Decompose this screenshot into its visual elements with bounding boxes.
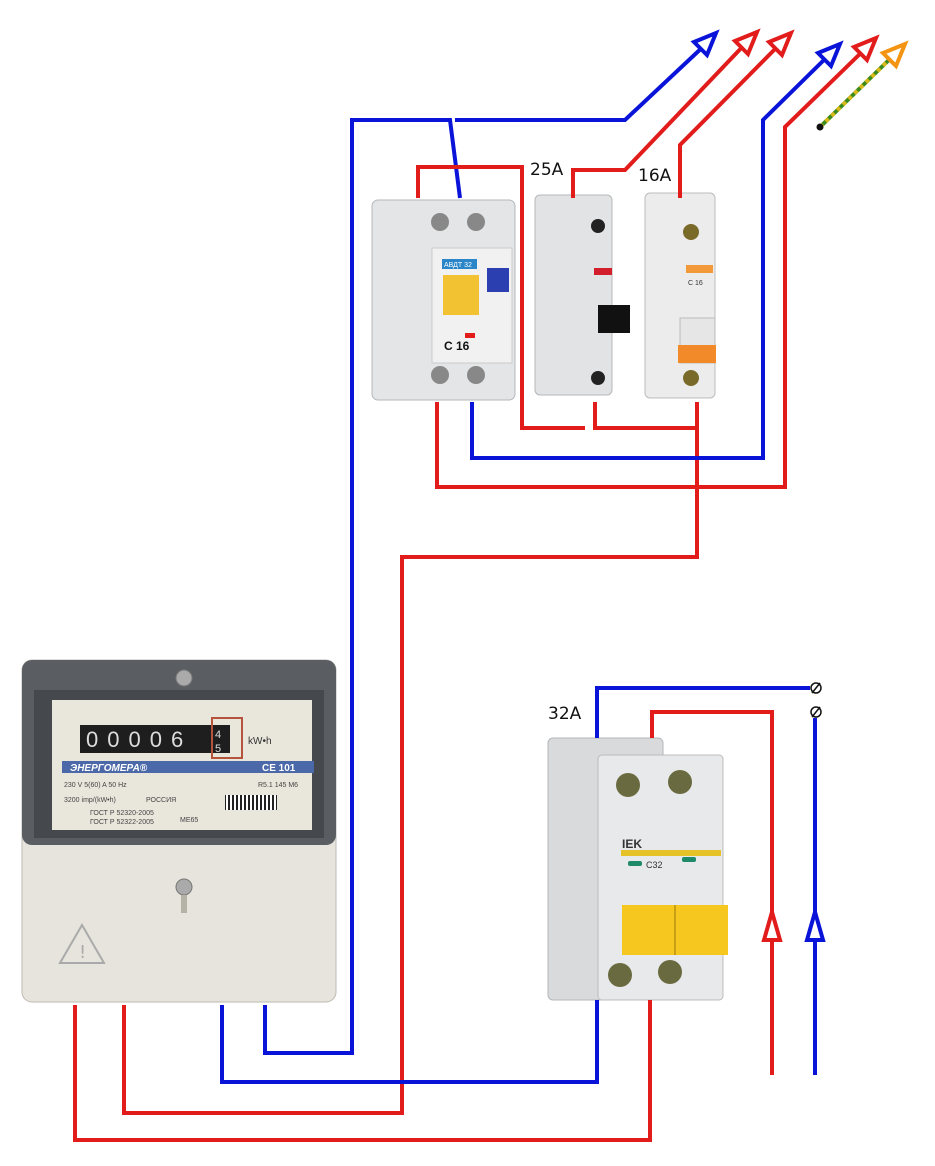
neutral-wire-out-1 (455, 42, 708, 122)
rcbo-16a: АВДТ 32 C 16 (371, 199, 516, 401)
meter-standard-1: ГОСТ Р 52320-2005 (90, 810, 154, 817)
breaker-16a-rating: C 16 (688, 280, 703, 287)
meter-reading-fraction: 4 (215, 729, 221, 741)
meter-reading: 00006 (86, 727, 192, 752)
neutral-wire-32a-meter (220, 1000, 599, 1084)
meter-reading-fraction-next: 5 (215, 743, 221, 755)
rcbo-rating: C 16 (444, 339, 470, 353)
meter-counter (80, 725, 230, 753)
meter-unit: kW•h (248, 736, 272, 747)
breaker-32a-rating: C32 (646, 860, 663, 870)
arrow-up-right-icon (814, 40, 844, 70)
breaker-16a: C 16 (644, 192, 716, 399)
rcbo-toggle[interactable] (443, 275, 479, 315)
arrow-up-right-icon (765, 29, 795, 59)
neutral-wire-out-rcbo (470, 52, 832, 460)
breaker-25a (534, 194, 630, 396)
arrow-up-icon (761, 904, 783, 942)
phase-wire-out-rcbo (435, 46, 868, 489)
arrow-up-right-icon (731, 28, 761, 58)
rcbo-brand: АВДТ 32 (444, 262, 472, 269)
meter-model: CE 101 (262, 763, 296, 774)
meter-cert: ME65 (180, 817, 198, 824)
phase-wire-32a-meter (73, 1000, 652, 1142)
warning-triangle-icon (58, 923, 106, 964)
seal-screw-icon (175, 669, 193, 687)
wires (73, 40, 896, 1142)
phase-wire-32a-input (650, 710, 774, 1075)
breaker-25a-label: 25A (530, 160, 564, 180)
arrows (690, 28, 909, 942)
breaker-25a-toggle[interactable] (598, 305, 630, 333)
breaker-32a: IEK C32 (547, 737, 728, 1001)
breaker-16a-toggle[interactable] (678, 345, 716, 363)
breaker-16a-label: 16A (638, 166, 672, 186)
electricity-meter: 00006 4 5 kW•h ЭНЕРГОМЕРА® CE 101 230 V … (21, 659, 337, 1003)
barcode (225, 795, 277, 810)
meter-imp: 3200 imp/(kW•h) (64, 797, 116, 804)
meter-standard-2: ГОСТ Р 52322-2005 (90, 819, 154, 826)
neutral-wire-meter-rcbo (263, 118, 462, 1055)
meter-rating: 230 V 5(60) A 50 Hz (64, 782, 127, 789)
neutral-wire-32a-input (595, 686, 810, 738)
phase-wire-out-25a (571, 40, 749, 198)
meter-brand: ЭНЕРГОМЕРА® (70, 763, 148, 774)
supply-terminal-icon (810, 706, 822, 718)
breaker-32a-brand: IEK (622, 837, 642, 851)
arrow-up-right-icon (879, 40, 909, 70)
phase-wire-rcbo-feed (416, 165, 585, 430)
arrow-up-right-icon (690, 29, 720, 59)
earth-wire-end (816, 123, 824, 131)
rcbo-test-button[interactable] (487, 268, 509, 292)
arrow-up-right-icon (850, 34, 880, 64)
meter-code: R5.1 145 M6 (258, 782, 298, 789)
phase-wire-meter-breakers (122, 402, 699, 1115)
cover-screw-icon (175, 878, 193, 896)
phase-wire-out-16a (678, 41, 783, 198)
svg-text:!: ! (79, 942, 86, 963)
arrow-up-icon (804, 904, 826, 942)
breaker-32a-label: 32A (548, 704, 582, 724)
meter-country: РОССИЯ (146, 797, 176, 804)
supply-terminal-icon (810, 682, 822, 694)
